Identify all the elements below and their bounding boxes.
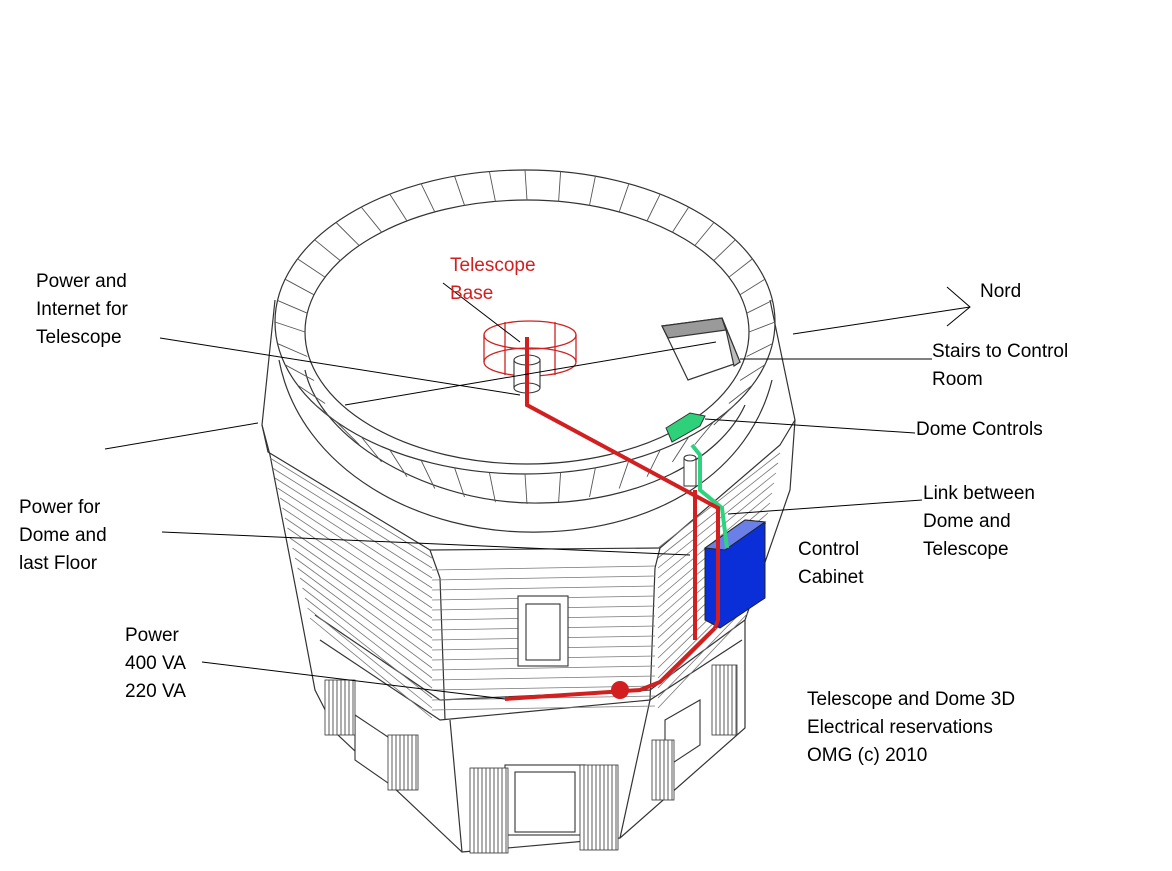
label-dome-controls: Dome Controls: [916, 419, 1043, 440]
roof-ledge-right: [654, 419, 796, 569]
control-cabinet: [703, 519, 767, 629]
ground-right: [619, 699, 651, 839]
lower-band-2: [319, 639, 743, 721]
cable-duct: [683, 454, 697, 487]
front-edge-right: [649, 567, 656, 701]
dome-wall-front: [278, 359, 773, 533]
stairs-opening: [661, 317, 741, 381]
dome-floor-edge: [304, 369, 746, 504]
power-junction: [611, 681, 629, 699]
front-edge-left: [439, 577, 446, 721]
label-nord: Nord: [980, 281, 1022, 302]
roof-ledge-left: [261, 424, 441, 579]
ground-left: [449, 719, 463, 853]
leader-lines: [104, 282, 971, 700]
dome-controls-box: [665, 412, 706, 443]
shutters: [324, 664, 738, 854]
power-lines: [504, 337, 720, 701]
windows: [354, 595, 701, 836]
dome-panels: [274, 169, 776, 505]
link-cable: [690, 443, 729, 549]
